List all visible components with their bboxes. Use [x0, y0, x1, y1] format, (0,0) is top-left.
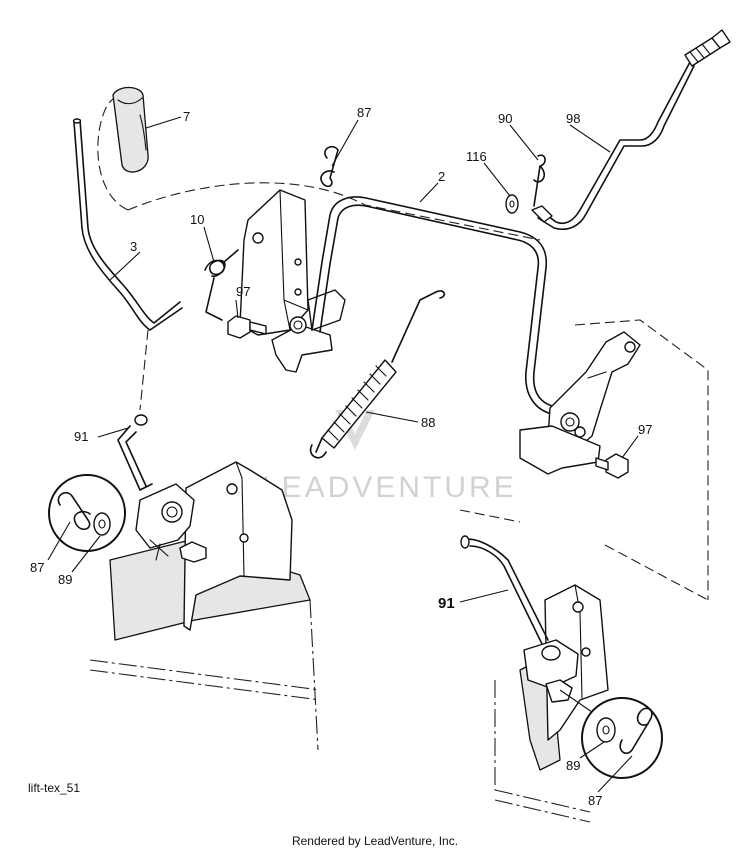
callouts: 7 87 90 98 116 2 10 3 97 88 91 97 87 89 … [30, 105, 652, 808]
part-10-torsion-spring [204, 249, 239, 321]
lower-right-assembly [460, 535, 609, 771]
watermark: LEADVENTURE [262, 410, 517, 504]
part-90-hairpin-clip [533, 154, 546, 207]
part-98-rod [531, 29, 731, 230]
part-87-hairpin-clip-upper [320, 145, 339, 188]
callout-89-right: 89 [566, 758, 580, 773]
callout-88: 88 [421, 415, 435, 430]
callout-98: 98 [566, 111, 580, 126]
part-2-lift-shaft [311, 196, 553, 415]
callout-10: 10 [190, 212, 204, 227]
callout-116: 116 [466, 149, 487, 164]
footer-credit: Rendered by LeadVenture, Inc. [292, 834, 458, 848]
lift-bracket-upper [239, 189, 346, 373]
lower-left-assembly [109, 414, 311, 641]
lift-bracket-right [519, 331, 641, 475]
callout-97-upper: 97 [236, 284, 250, 299]
detail-circle-left [48, 474, 126, 552]
watermark-text: LEADVENTURE [262, 471, 517, 504]
callout-97-right: 97 [638, 422, 652, 437]
callout-2: 2 [438, 169, 445, 184]
part-97-bolt-right [595, 453, 629, 479]
callout-87-right: 87 [588, 793, 602, 808]
callout-7: 7 [183, 109, 190, 124]
callout-87-upper: 87 [357, 105, 371, 120]
part-7-handle-grip [112, 86, 149, 173]
part-88-extension-spring [309, 290, 446, 459]
drawing-code: lift-tex_51 [28, 781, 80, 795]
callout-90: 90 [498, 111, 512, 126]
callout-3: 3 [130, 239, 137, 254]
callout-91-right: 91 [438, 595, 455, 612]
callout-89-left: 89 [58, 572, 72, 587]
detail-circle-right [581, 697, 663, 779]
part-3-lift-lever [72, 118, 183, 331]
part-97-bolt-upper [227, 315, 267, 339]
leader-lines [47, 116, 639, 793]
callout-87-left: 87 [30, 560, 44, 575]
part-116-washer [505, 194, 519, 214]
callout-91-left: 91 [74, 429, 88, 444]
